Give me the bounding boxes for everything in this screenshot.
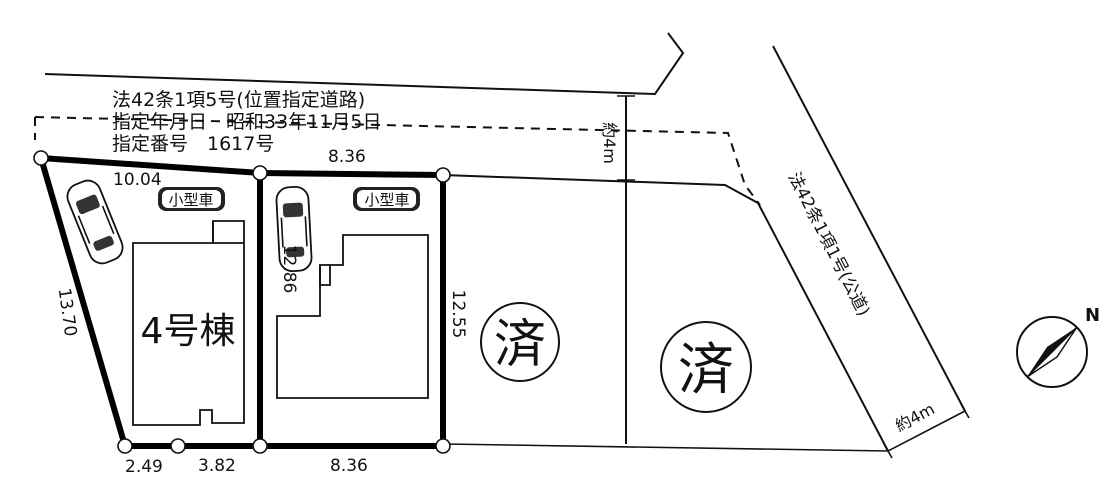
road-width-top-label: 約4m [600, 122, 619, 164]
boundary-marker [170, 438, 186, 454]
boundary-marker [435, 438, 451, 454]
road-note-line1: 法42条1項5号(位置指定道路) [112, 89, 365, 111]
dim-top-left-lot: 10.04 [113, 170, 162, 190]
road-note: 法42条1項5号(位置指定道路) 指定年月日 昭和33年11月5日 指定番号 1… [112, 89, 381, 155]
dim-bottom-right-lot: 8.36 [330, 456, 368, 476]
road-width-top-indicator [617, 95, 635, 181]
public-road-edge [772, 45, 966, 412]
car-icon-1 [66, 179, 124, 265]
north-arrow-icon: N [1016, 305, 1100, 388]
car-icon-2 [275, 185, 313, 273]
dim-top-right-lot: 8.36 [328, 147, 366, 167]
boundary-marker [435, 167, 451, 183]
sold-marker-2: 済 [660, 321, 752, 413]
boundary-marker [33, 150, 49, 166]
sold-label-1: 済 [494, 315, 546, 375]
building-label: 4号棟 [141, 311, 236, 352]
dim-middle-side: 12.86 [279, 245, 299, 294]
road-centerline-dashed [34, 116, 761, 206]
sold-marker-1: 済 [480, 302, 560, 382]
boundary-marker [252, 438, 268, 454]
boundary-marker [117, 438, 133, 454]
public-road-label: 法42条1項1号(公道) [784, 169, 874, 319]
sold-label-2: 済 [678, 338, 734, 403]
north-label: N [1085, 305, 1100, 326]
bottom-ground-line [444, 443, 889, 452]
road-note-line3: 指定番号 1617号 [112, 133, 274, 155]
boundary-marker [252, 165, 268, 181]
boundary-markers [33, 150, 451, 454]
parking-label-1: 小型車 [168, 191, 213, 209]
parking-label-1-badge: 小型車 [158, 187, 225, 211]
road-width-right-label: 約4m [892, 399, 938, 435]
house-4 [132, 220, 245, 426]
parking-label-2-badge: 小型車 [353, 187, 420, 211]
dim-right-side: 12.55 [448, 290, 468, 339]
dim-bottom-a: 2.49 [125, 457, 163, 477]
house-neighbor [276, 234, 429, 399]
road-note-line2: 指定年月日 昭和33年11月5日 [112, 111, 381, 133]
road-inner-edge [442, 174, 889, 452]
road-width-right-indicator [883, 403, 970, 459]
dim-left-side: 13.70 [54, 287, 81, 338]
parking-label-2: 小型車 [364, 191, 409, 209]
dim-bottom-b: 3.82 [198, 456, 236, 476]
road-top-edge [44, 32, 685, 96]
